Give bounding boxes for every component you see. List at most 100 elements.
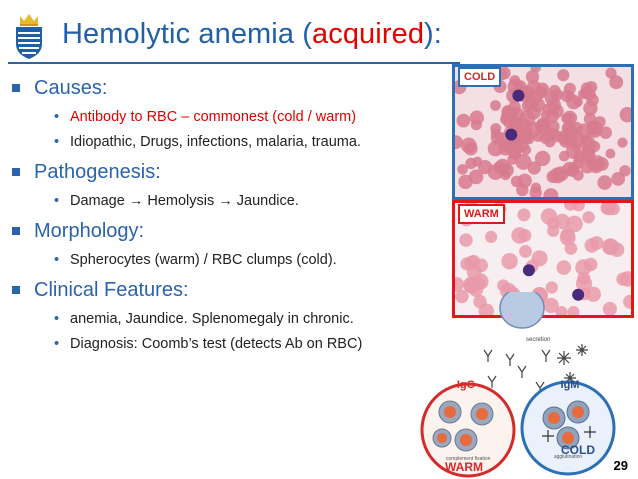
cold-rbc-field [455,67,631,197]
list-item-text: Idiopathic, Drugs, infections, malaria, … [70,134,361,150]
red-blood-cell [508,100,521,114]
red-blood-cell [530,97,546,113]
red-blood-cell [457,164,468,175]
red-blood-cell [554,213,570,230]
square-bullet-icon [12,84,20,92]
red-blood-cell [542,103,553,115]
complement-fixation-label: complement fixation [446,456,491,462]
red-blood-cell [545,281,558,294]
red-blood-cell [599,126,612,139]
red-blood-cell [605,67,617,79]
list-item: •Antibody to RBC – commonest (cold / war… [10,108,455,127]
red-blood-cell [580,136,597,153]
red-blood-cell [511,227,528,244]
red-blood-cell [575,275,593,292]
title-suffix: ): [424,18,442,50]
square-bullet-icon [12,286,20,294]
red-blood-cell [473,294,487,309]
red-blood-cell [464,141,478,156]
title-text: Hemolytic anemia ( [62,18,312,50]
igg-coated-rbc-group [432,400,494,452]
dot-bullet-icon: • [54,252,60,268]
list-item: •Diagnosis: Coomb’s test (detects Ab on … [10,335,455,354]
section-heading: Pathogenesis: [10,160,455,184]
igm-agglutinated-rbc-group [542,400,596,450]
heading-text: Clinical Features: [34,279,189,301]
antibody-mechanism-diagram: secretion complement fixation IgG WARM [420,292,616,478]
red-blood-cell [567,306,580,315]
red-blood-cell [512,144,523,155]
red-blood-cell [510,175,523,188]
red-blood-cell [549,129,563,143]
red-blood-cell [497,279,510,292]
heading-text: Pathogenesis: [34,161,161,183]
red-blood-cell [559,229,576,246]
cold-label: COLD [458,67,502,87]
red-blood-cell [485,230,498,243]
red-blood-cell [623,294,631,309]
red-blood-cell [601,203,617,216]
red-blood-cell [458,174,473,190]
red-blood-cell [619,107,631,123]
section-clinical-features: Clinical Features: • anemia, Jaundice. Sp… [10,278,455,354]
red-blood-cell [585,286,601,302]
red-blood-cell [503,116,515,129]
red-blood-cell [602,301,617,315]
red-blood-cell [569,130,585,147]
list-item: • Idiopathic, Drugs, infections, malaria,… [10,133,455,152]
page-title: Hemolytic anemia (acquired): [62,18,442,51]
dot-bullet-icon: • [54,134,60,150]
warm-label: WARM [458,204,505,224]
red-blood-cell [584,238,600,253]
red-blood-cell [547,224,560,237]
red-blood-cell [465,157,477,170]
red-blood-cell [605,148,616,159]
red-blood-cell [564,113,575,124]
red-blood-cell [455,135,463,149]
red-blood-cell [455,289,469,304]
section-heading: Causes: [10,76,455,100]
dot-bullet-icon: • [54,336,60,352]
university-crest-logo [16,14,42,59]
heading-text: Causes: [34,77,108,99]
red-blood-cell [490,128,501,139]
list-item: • Spherocytes (warm) / RBC clumps (cold). [10,251,455,270]
red-blood-cell [572,203,585,212]
square-bullet-icon [12,227,20,235]
square-bullet-icon [12,168,20,176]
red-blood-cell [456,113,471,128]
list-item-text: anemia, Jaundice. Splenomegaly in chroni… [70,311,354,327]
heading-text: Morphology: [34,220,145,242]
list-item-text: Spherocytes (warm) / RBC clumps (cold). [70,252,337,268]
list-item-text: Damage → Hemolysis → Jaundice. [70,193,299,209]
dot-bullet-icon: • [54,311,60,327]
red-blood-cell [509,75,521,87]
red-blood-cell [555,306,568,315]
red-blood-cell [460,257,474,271]
red-blood-cell [602,238,619,256]
section-heading: Morphology: [10,219,455,243]
red-blood-cell [556,260,572,275]
red-blood-cell [543,188,559,197]
red-blood-cell [611,172,625,186]
red-blood-cell [563,82,576,95]
white-blood-cell [522,264,535,277]
white-blood-cell [572,288,585,301]
red-blood-cell [589,155,606,171]
red-blood-cell [519,245,532,258]
cold-agglutinin-micrograph [452,64,634,200]
red-blood-cell [455,277,464,292]
red-blood-cell [619,271,631,287]
red-blood-cell [517,208,531,222]
red-blood-cell [550,104,564,118]
red-blood-cell [546,170,560,183]
red-blood-cell [534,150,551,167]
red-blood-cell [535,87,547,98]
list-item-text: Antibody to RBC – commonest (cold / warm… [70,109,357,125]
red-blood-cell [583,257,598,272]
red-blood-cell [517,125,533,141]
red-blood-cell [459,233,473,247]
cold-diagram-label: COLD [561,443,595,457]
agglutination-label: agglutination [554,454,583,460]
